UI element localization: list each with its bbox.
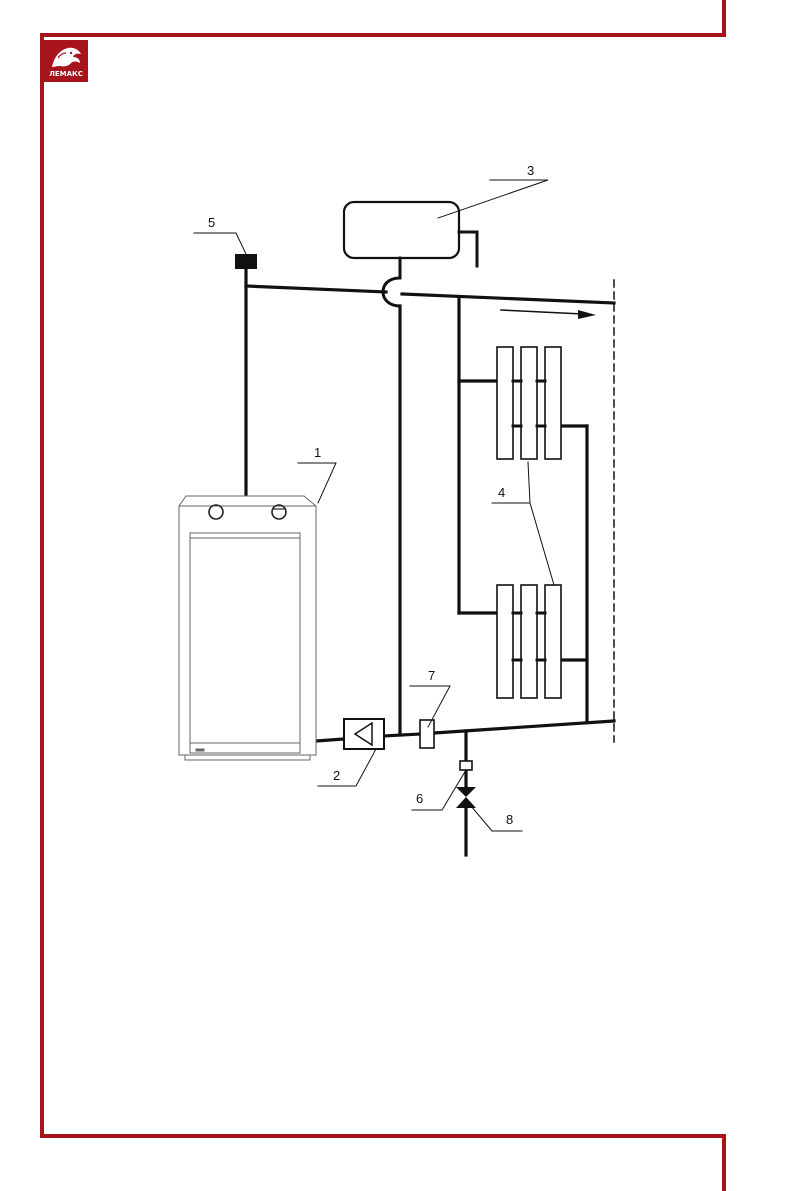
callout-7: 7 [428, 668, 435, 683]
radiator-upper [497, 347, 561, 459]
callout-8: 8 [506, 812, 513, 827]
callout-6: 6 [416, 791, 423, 806]
expansion-tank [344, 202, 477, 278]
drain-valve [456, 787, 476, 808]
radiator-lower [497, 585, 561, 698]
callout-5: 5 [208, 215, 215, 230]
flow-arrow-head [578, 310, 596, 319]
circulation-pump [344, 719, 384, 749]
callout-4: 4 [498, 485, 505, 500]
radiator-return-pipe [560, 426, 587, 720]
boiler [179, 496, 316, 760]
callout-2: 2 [333, 768, 340, 783]
flow-arrow-line [501, 310, 582, 314]
radiator-supply-pipe [459, 298, 497, 613]
drain-fitting [460, 761, 472, 770]
callout-1: 1 [314, 445, 321, 460]
callout-3: 3 [527, 163, 534, 178]
sensor-element [420, 720, 434, 748]
air-vent [235, 254, 257, 269]
